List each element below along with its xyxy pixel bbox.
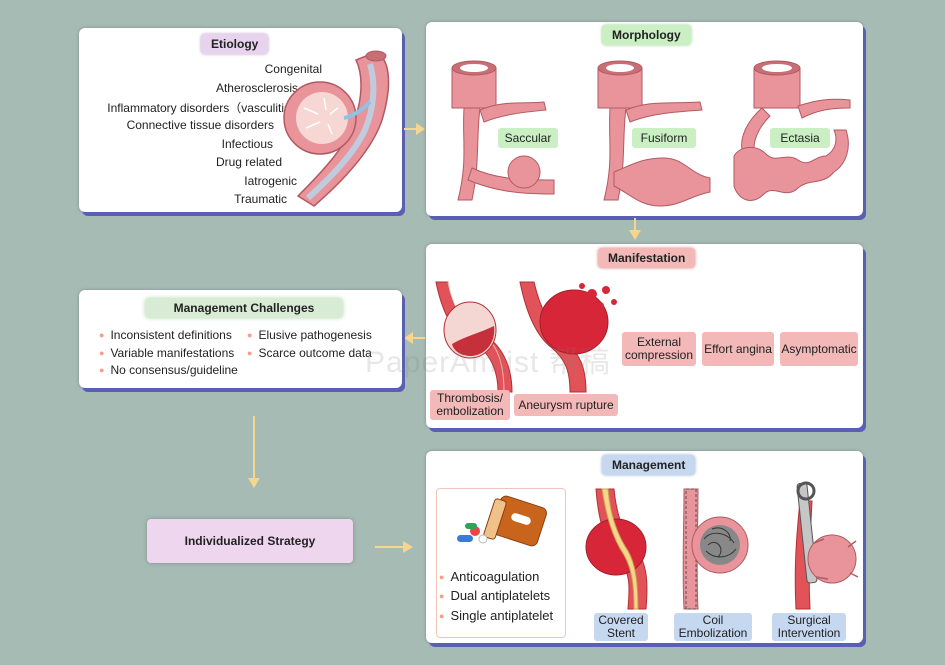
drug-anticoagulation: Anticoagulation xyxy=(439,569,539,584)
aneurysm-cross-section-illustration xyxy=(283,50,390,207)
etiology-panel: Etiology Congenital Atherosclerosis Infl… xyxy=(79,28,402,212)
challenge-elusive-pathogenesis: Elusive pathogenesis xyxy=(247,328,371,342)
coil-embolization-illustration xyxy=(682,488,749,610)
arrow-etiology-to-morphology xyxy=(404,123,425,135)
watermark: PaperAmtist 帮稿 xyxy=(365,346,611,379)
morphology-panel: Morphology Saccular Fusiform Ectasia xyxy=(426,22,863,216)
drug-single-antiplatelet: Single antiplatelet xyxy=(439,608,553,623)
challenge-no-consensus: No consensus/guideline xyxy=(99,363,237,377)
cause-congenital: Congenital xyxy=(264,62,322,76)
saccular-aneurysm-illustration xyxy=(451,60,555,201)
pill-bottle-icon xyxy=(457,495,547,547)
cause-infectious: Infectious xyxy=(221,137,273,151)
management-title: Management xyxy=(602,455,696,475)
arrow-manifestation-to-challenges xyxy=(404,332,425,344)
morphology-title: Morphology xyxy=(602,25,691,45)
cause-drug-related: Drug related xyxy=(215,155,282,169)
morphology-ectasia-label: Ectasia xyxy=(770,128,830,148)
arrow-strategy-to-management xyxy=(375,541,413,553)
procedure-coil-embolization: Coil Embolization xyxy=(674,613,752,641)
manifestation-external-compression: External compression xyxy=(622,332,696,366)
drug-dual-antiplatelets: Dual antiplatelets xyxy=(439,588,550,603)
challenge-inconsistent-definitions: Inconsistent definitions xyxy=(99,328,231,342)
challenges-title: Management Challenges xyxy=(145,298,343,318)
challenge-variable-manifestations: Variable manifestations xyxy=(99,346,234,360)
cause-atherosclerosis: Atherosclerosis xyxy=(215,81,298,95)
ectasia-illustration xyxy=(733,60,851,201)
cause-traumatic: Traumatic xyxy=(234,192,287,206)
manifestation-title: Manifestation xyxy=(598,248,696,268)
challenge-scarce-outcome-data: Scarce outcome data xyxy=(247,346,371,360)
arrow-challenges-to-strategy xyxy=(248,416,260,488)
cause-inflammatory: Inflammatory disorders（vasculitis） xyxy=(107,101,302,115)
covered-stent-illustration xyxy=(585,488,648,610)
manifestation-thrombosis: Thrombosis/ embolization xyxy=(430,390,510,420)
challenges-panel: Management Challenges Inconsistent defin… xyxy=(79,290,402,388)
cause-iatrogenic: Iatrogenic xyxy=(244,174,297,188)
procedure-surgical-intervention: Surgical Intervention xyxy=(772,613,846,641)
medication-box: Anticoagulation Dual antiplatelets Singl… xyxy=(436,488,566,638)
procedure-covered-stent: Covered Stent xyxy=(594,613,648,641)
rupture-illustration xyxy=(519,281,617,393)
manifestation-panel: Manifestation Thrombosis/ embolization A… xyxy=(426,244,863,428)
morphology-saccular-label: Saccular xyxy=(498,128,558,148)
arrow-morphology-to-manifestation xyxy=(629,218,641,240)
cause-connective-tissue: Connective tissue disorders xyxy=(126,118,274,132)
thrombosis-illustration xyxy=(435,281,513,393)
morphology-fusiform-label: Fusiform xyxy=(632,128,696,148)
individualized-strategy-box: Individualized Strategy xyxy=(147,519,353,563)
surgical-intervention-illustration xyxy=(794,481,859,610)
manifestation-effort-angina: Effort angina xyxy=(702,332,774,366)
etiology-title: Etiology xyxy=(201,34,269,54)
fusiform-aneurysm-illustration xyxy=(597,60,711,207)
manifestation-asymptomatic: Asymptomatic xyxy=(780,332,858,366)
manifestation-rupture: Aneurysm rupture xyxy=(514,394,618,416)
management-panel: Management Anticoagulation Dual antiplat… xyxy=(426,451,863,643)
